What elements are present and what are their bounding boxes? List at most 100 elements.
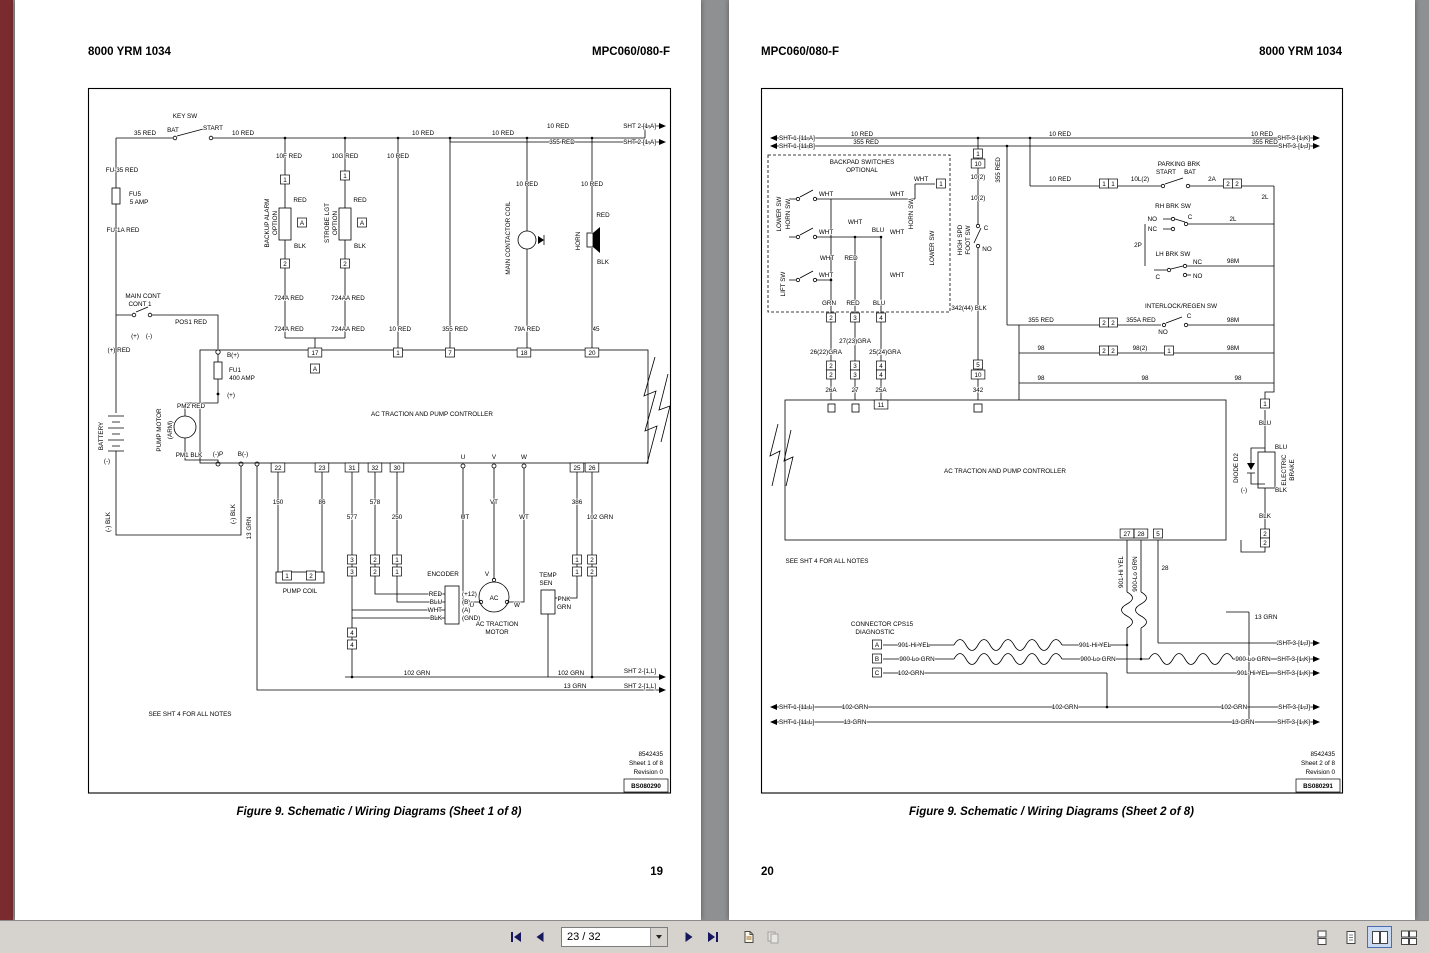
diagram-label: SHT 2-[1,L] <box>624 683 656 690</box>
diagram-label: WHT <box>819 272 833 279</box>
diagram-label: 10G RED <box>332 153 359 160</box>
diagram-label: 1 <box>976 151 980 158</box>
diagram-label: 1 <box>575 569 579 576</box>
diagram-label: 32 <box>371 465 379 472</box>
diagram-label: 102 GRN <box>1221 704 1248 711</box>
diagram-label: (+12) <box>462 591 477 598</box>
terminal-box <box>389 462 405 473</box>
terminal-box <box>314 462 330 473</box>
diagram-label: 4 <box>350 630 354 637</box>
diagram-label: B <box>875 656 879 663</box>
diagram-label: (GND) <box>462 615 480 622</box>
continuous-scroll-view-button[interactable] <box>1309 926 1334 948</box>
terminal-box <box>347 566 357 577</box>
diagram-label: 26 <box>588 465 596 472</box>
diagram-label: PUMP MOTOR <box>156 408 163 452</box>
diagram-label: WHT <box>848 219 862 226</box>
diagram-label: 250 <box>392 514 403 521</box>
next-page-button[interactable] <box>678 925 700 949</box>
diagram-label: 86 <box>318 499 326 506</box>
diagram-label: OPTION <box>272 210 279 235</box>
diagram-label: BRAKE <box>1289 459 1296 480</box>
diagram-label: SHT 3-[1,J] <box>1278 704 1310 711</box>
terminal-box <box>280 258 290 269</box>
terminal-box <box>1260 537 1270 548</box>
last-page-button[interactable] <box>702 925 724 949</box>
diagram-label: 18 <box>520 350 528 357</box>
diagram-label: 1 <box>1102 181 1106 188</box>
copy-page-button[interactable] <box>762 925 784 949</box>
diagram-label: 98M <box>1227 258 1239 265</box>
continuous-facing-view-button[interactable] <box>1396 926 1421 948</box>
diagram-label: FU1 <box>229 367 241 374</box>
diagram-label: BAT <box>167 127 179 134</box>
diagram-label: (+) RED <box>108 347 131 354</box>
facing-pages-view-icon <box>1371 930 1388 944</box>
first-page-button[interactable] <box>505 925 527 949</box>
diagram-label: 98 <box>1037 345 1045 352</box>
single-page-view-button[interactable] <box>1338 926 1363 948</box>
diagram-label: 102 GRN <box>1052 704 1079 711</box>
page-19-header: 8000 YRM 1034 MPC060/080-F <box>88 46 670 58</box>
diagram-label: SEN <box>540 580 553 587</box>
diagram-label: 26A <box>825 387 837 394</box>
diagram-label: DIAGNOSTIC <box>855 629 895 636</box>
previous-page-button[interactable] <box>529 925 551 949</box>
diagram-label: C <box>1155 274 1160 281</box>
diagram-label: 28 <box>1161 565 1169 572</box>
diagram-label: 10L(2) <box>1131 176 1149 183</box>
snapshot-button[interactable] <box>738 925 760 949</box>
page-dropdown-button[interactable] <box>650 928 667 946</box>
diagram-label: 901-Hi YEL <box>1237 670 1270 677</box>
terminal-box <box>936 178 946 189</box>
terminal-box <box>850 312 860 323</box>
diagram-label: 10 RED <box>851 131 874 138</box>
diagram-label: C <box>1188 214 1193 221</box>
diagram-label: LIFT SW <box>780 272 787 297</box>
diagram-label: 901-Hi YEL <box>898 642 931 649</box>
diagram-label: 10 RED <box>547 123 570 130</box>
diagram-label: NO <box>982 246 992 253</box>
diagram-label: 98M <box>1227 317 1239 324</box>
diagram-label: 386 <box>572 499 583 506</box>
terminal-box <box>297 217 307 228</box>
diagram-label: 355 RED <box>853 139 879 146</box>
diagram-label: 5 <box>976 362 980 369</box>
terminal-box <box>392 554 402 565</box>
diagram-label: 2 <box>829 372 833 379</box>
diagram-label: 10 RED <box>412 130 435 137</box>
page-number-input[interactable] <box>562 928 650 946</box>
diagram-label: Revision 0 <box>1306 769 1336 776</box>
diagram-label: (ARM) <box>167 421 174 439</box>
diagram-label: UT <box>461 514 470 521</box>
diagram-label: 2 <box>829 363 833 370</box>
diagram-label: SHT 2-[1,L] <box>624 668 656 675</box>
diagram-label: W <box>514 602 520 609</box>
diagram-label: 10F RED <box>276 153 302 160</box>
terminal-box <box>347 627 357 638</box>
diagram-label: U <box>461 454 466 461</box>
diagram-label: WHT <box>819 191 833 198</box>
terminal-box <box>569 462 585 473</box>
diagram-label: SHT 3-[1,K] <box>1277 670 1310 677</box>
diagram-label: AC TRACTION AND PUMP CONTROLLER <box>371 411 493 418</box>
diagram-label: SHT 1-[11,A] <box>779 135 815 142</box>
terminal-box <box>970 158 986 169</box>
diagram-label: 27 <box>851 387 859 394</box>
diagram-label: 1 <box>1111 181 1115 188</box>
diagram-label: (-) <box>104 458 110 465</box>
diagram-label: 27 <box>1123 531 1131 538</box>
diagram-label: CONT 1 <box>129 301 152 308</box>
diagram-label: 27(23)GRA <box>839 338 872 345</box>
diagram-label: AC TRACTION AND PUMP CONTROLLER <box>944 468 1066 475</box>
diagram-label: PUMP COIL <box>283 588 318 595</box>
diagram-label: SEE SHT 4 FOR ALL NOTES <box>149 711 232 718</box>
facing-pages-view-button[interactable] <box>1367 926 1392 948</box>
diagram-label: NO <box>1148 216 1158 223</box>
diagram-label: 3 <box>350 557 354 564</box>
diagram-label: 5 <box>1156 531 1160 538</box>
diagram-label: V <box>492 454 497 461</box>
diagram-label: 2L <box>1229 216 1237 223</box>
diagram-label: 3 <box>853 315 857 322</box>
